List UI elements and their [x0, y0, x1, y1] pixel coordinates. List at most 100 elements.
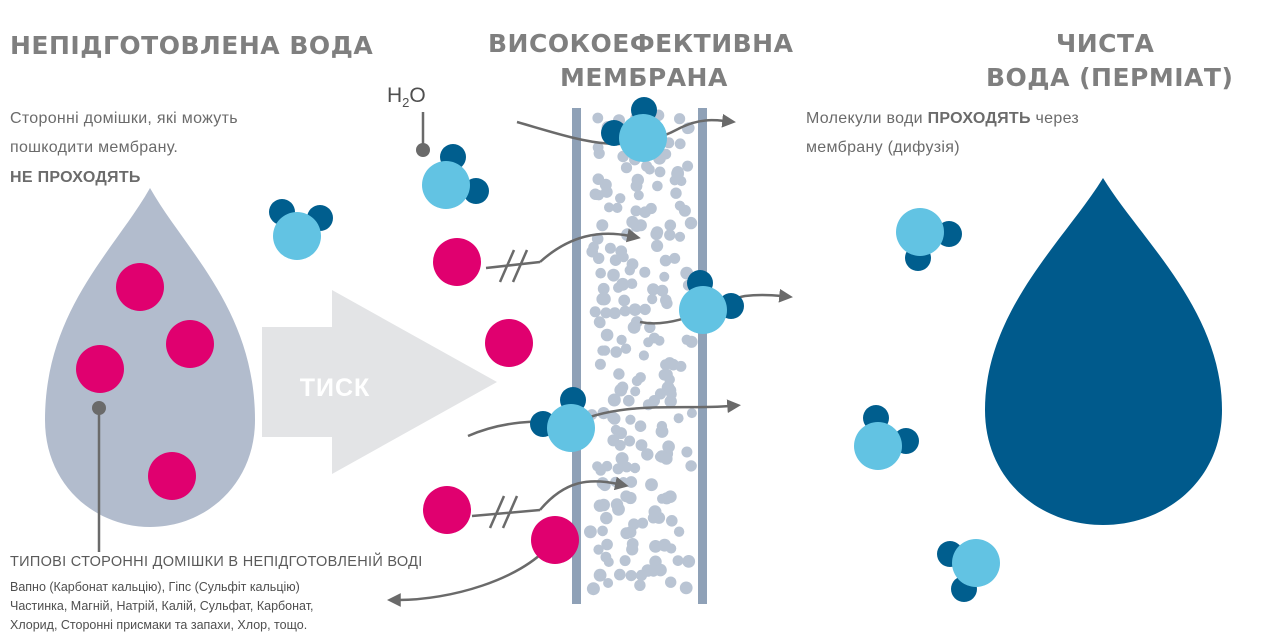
impurity-particle [166, 320, 214, 368]
membrane-pore-dot [684, 216, 698, 230]
raw-water-desc-line1: Сторонні домішки, які можуть [10, 110, 238, 127]
water-molecule [896, 208, 962, 271]
membrane-pore-dot [628, 303, 642, 317]
membrane-pore-dot [603, 578, 614, 588]
membrane-pore-dot [639, 303, 651, 316]
membrane-pore-dot [615, 427, 627, 440]
membrane-pore-dot [597, 525, 608, 537]
oxygen-atom [854, 422, 902, 470]
membrane-pore-dot [594, 317, 606, 329]
clean-water-drop [985, 178, 1222, 525]
h2o-label-h: H [387, 84, 403, 107]
membrane-pore-dot [593, 252, 605, 264]
membrane-pore-dot [593, 544, 604, 555]
membrane-title-line1: ВИСОКОЕФЕКТИВНА [488, 29, 794, 58]
membrane-pore-dot [620, 162, 633, 174]
oxygen-atom [273, 212, 321, 260]
membrane-pore-dot [644, 164, 655, 175]
membrane-pore-dot [620, 343, 632, 354]
membrane-pore-dot [604, 242, 616, 254]
membrane-pore-dot [674, 113, 686, 125]
clean-water-desc-line2: мембрану (дифузія) [806, 139, 960, 156]
membrane-pore-dot [639, 266, 651, 278]
membrane-pore-dot [625, 414, 636, 425]
blocked-flow-arrow [539, 228, 641, 263]
membrane-pore-dot [630, 205, 642, 217]
membrane-pore-dot [675, 360, 687, 372]
h2o-label-subscript: 2 [402, 95, 410, 111]
membrane-pore-dot [626, 215, 639, 229]
membrane-pore-dot [682, 160, 694, 172]
impurities-caption: ТИПОВІ СТОРОННІ ДОМІШКИ В НЕПІДГОТОВЛЕНІ… [10, 554, 423, 570]
membrane-pore-dot [651, 239, 664, 252]
membrane-pore-dot [618, 294, 631, 307]
oxygen-atom [679, 286, 727, 334]
membrane-pore-dot [623, 394, 635, 407]
membrane-pore-dot [647, 512, 659, 524]
membrane-pore-dot [612, 463, 624, 475]
membrane-pore-dot [626, 543, 639, 556]
membrane-pore-dot [681, 446, 693, 458]
membrane-pore-dot [597, 282, 610, 295]
membrane-pore-dot [635, 439, 648, 451]
water-molecule [530, 387, 595, 452]
membrane-pore-dot [613, 368, 625, 380]
clean-water-desc-suffix: через [1030, 110, 1080, 127]
pressure-label: ТИСК [300, 374, 371, 402]
pressure-arrow [262, 290, 497, 474]
blocked-flow-arrow [539, 476, 629, 511]
membrane-pore-dot [634, 579, 646, 591]
block-mark [488, 495, 506, 529]
membrane-pore-dot [633, 190, 644, 201]
membrane-pore-dot [600, 307, 612, 319]
membrane-pore-dot [664, 219, 677, 232]
membrane-pore-dot [589, 306, 601, 318]
membrane-pore-dot [654, 335, 665, 346]
raw-water-desc-emphasis: НЕ ПРОХОДЯТЬ [10, 169, 141, 186]
membrane-pore-dot [626, 278, 638, 290]
membrane-pore-dot [673, 526, 685, 537]
membrane-pore-dot [656, 284, 669, 297]
membrane-pore-dot [588, 241, 599, 253]
membrane-pore-dot [595, 267, 606, 279]
h2o-label-o: O [409, 84, 426, 107]
membrane-pore-dot [679, 581, 693, 595]
membrane-pore-dot [664, 229, 676, 241]
membrane-pore-dot [645, 478, 658, 492]
oxygen-atom [547, 404, 595, 452]
oxygen-atom [619, 114, 667, 162]
membrane-pore-dot [686, 408, 697, 419]
membrane-pore-dot [647, 565, 660, 577]
membrane-pore-dot [641, 448, 654, 461]
impurities-list-line3: Хлорид, Сторонні присмаки та запахи, Хло… [10, 618, 308, 632]
water-molecule [679, 270, 744, 334]
membrane-pore-dot [625, 570, 637, 582]
oxygen-atom [422, 161, 470, 209]
membrane-pore-dot [615, 193, 626, 204]
block-mark [511, 249, 529, 283]
impurities-list-line1: Вапно (Карбонат кальцію), Гіпс (Сульфіт … [10, 580, 300, 594]
block-mark [498, 249, 516, 283]
membrane-pore-dot [639, 206, 651, 218]
membrane-pore-dot [600, 328, 614, 342]
membrane-pore-dot [648, 396, 659, 408]
membrane-pore-dot [624, 265, 635, 276]
membrane-pore-dot [634, 420, 647, 433]
h2o-pointer-dot [416, 143, 430, 157]
membrane-pore-dot [670, 187, 682, 199]
impurity-particle [76, 345, 124, 393]
membrane-pore-dot [594, 358, 606, 370]
membrane-pore-dot [625, 476, 638, 488]
membrane-pore-dot [654, 451, 666, 462]
membrane-pore-dot [619, 555, 631, 567]
membrane-pore-dot [607, 393, 621, 407]
membrane-pore-dot [624, 491, 637, 505]
impurity-particle [116, 263, 164, 311]
membrane-pore-dot [669, 252, 681, 264]
membrane-pore-dot [685, 460, 697, 472]
membrane-pore-dot [612, 502, 625, 516]
blocked-flow-stem [485, 260, 541, 270]
membrane-pore-dot [629, 462, 641, 474]
membrane-pore-dot [584, 525, 597, 539]
